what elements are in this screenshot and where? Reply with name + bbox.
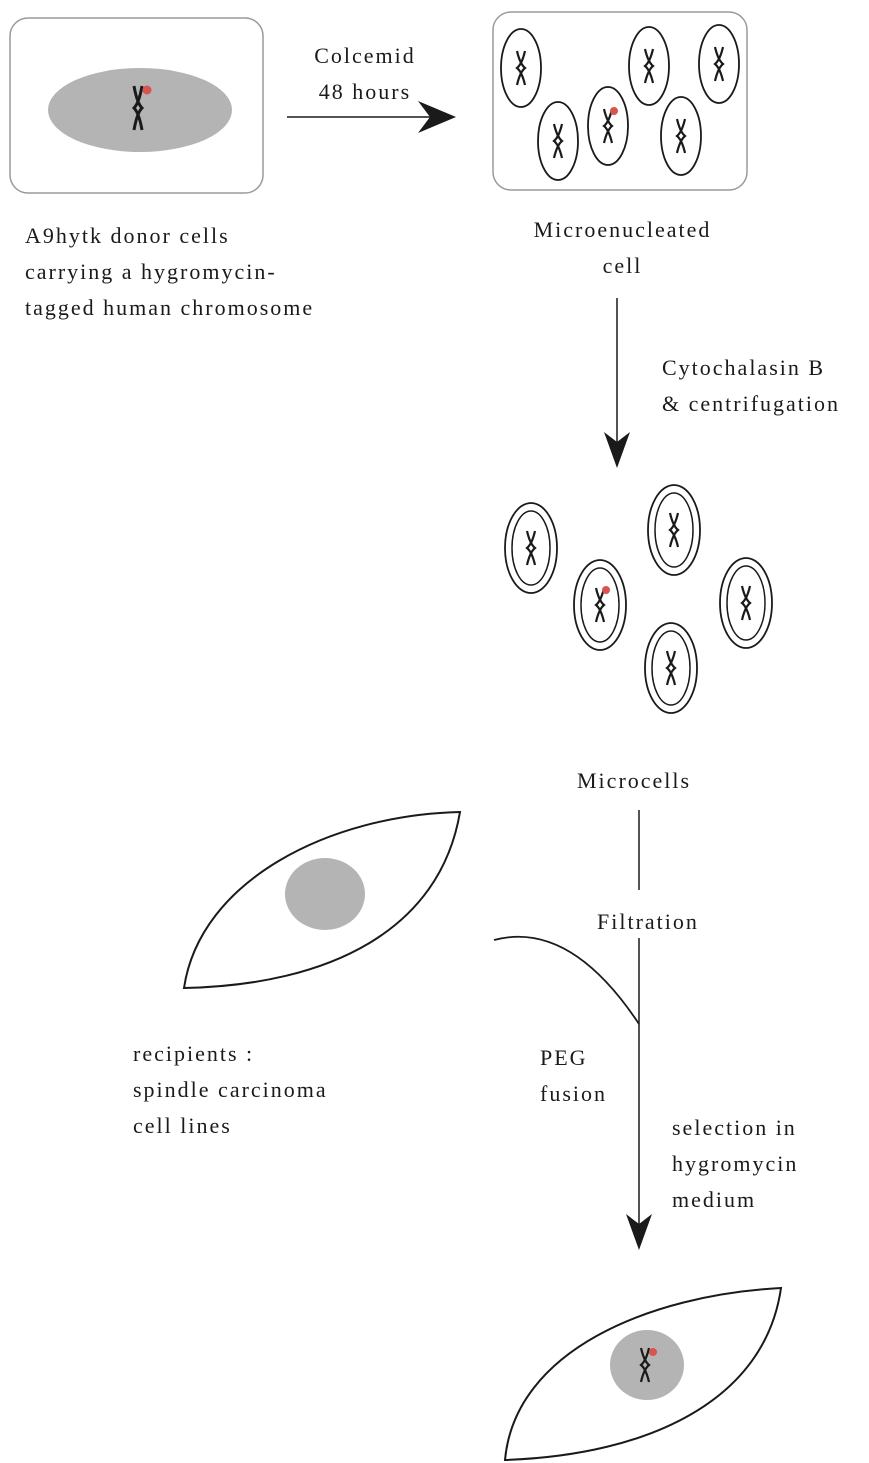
microcells-label: Microcells xyxy=(577,763,691,799)
microcell xyxy=(574,560,626,650)
microenucleated-label: Microenucleated cell xyxy=(510,212,735,284)
selection-label-line: selection in xyxy=(672,1110,798,1146)
donor-label-line: carrying a hygromycin- xyxy=(25,254,314,290)
microcell xyxy=(505,503,557,593)
colcemid-label: Colcemid 48 hours xyxy=(290,38,440,110)
recipients-label-line: cell lines xyxy=(133,1108,328,1144)
selection-label: selection in hygromycin medium xyxy=(672,1110,798,1218)
hygromycin-tag-icon xyxy=(610,107,618,115)
donor-label-line: A9hytk donor cells xyxy=(25,218,314,254)
micronucleus xyxy=(588,87,628,165)
donor-label-line: tagged human chromosome xyxy=(25,290,314,326)
recipients-label-line: spindle carcinoma xyxy=(133,1072,328,1108)
microenucleated-label-line: cell xyxy=(510,248,735,284)
recipient-spindle-cell xyxy=(184,812,460,988)
selection-label-line: hygromycin xyxy=(672,1146,798,1182)
microcells-label-line: Microcells xyxy=(577,763,691,799)
microcell xyxy=(648,485,700,575)
filtration-label-line: Filtration xyxy=(597,904,699,940)
peg-label-line: PEG xyxy=(540,1040,607,1076)
recipients-label: recipients : spindle carcinoma cell line… xyxy=(133,1036,328,1144)
cytochalasin-label-line: Cytochalasin B xyxy=(662,350,840,386)
microcells-group xyxy=(505,485,772,713)
cytochalasin-label-line: & centrifugation xyxy=(662,386,840,422)
micronucleus xyxy=(501,29,541,107)
hygromycin-tag-icon xyxy=(143,86,152,95)
microenucleated-label-line: Microenucleated xyxy=(510,212,735,248)
cytochalasin-arrow xyxy=(604,298,630,468)
hygromycin-tag-icon xyxy=(602,586,610,594)
recipient-nucleus xyxy=(285,858,365,930)
peg-fusion-label: PEG fusion xyxy=(540,1040,607,1112)
colcemid-label-line: Colcemid xyxy=(290,38,440,74)
micronucleus xyxy=(538,102,578,180)
hybrid-nucleus xyxy=(610,1330,684,1400)
microcell xyxy=(645,623,697,713)
micronucleus xyxy=(661,97,701,175)
colcemid-label-line: 48 hours xyxy=(290,74,440,110)
recipients-label-line: recipients : xyxy=(133,1036,328,1072)
hybrid-spindle-cell xyxy=(505,1288,781,1460)
microenucleated-cell-panel xyxy=(493,12,747,190)
selection-label-line: medium xyxy=(672,1182,798,1218)
donor-cells-label: A9hytk donor cells carrying a hygromycin… xyxy=(25,218,314,326)
filtration-label: Filtration xyxy=(597,904,699,940)
cytochalasin-label: Cytochalasin B & centrifugation xyxy=(662,350,840,422)
microcell xyxy=(720,558,772,648)
recipient-merge-curve xyxy=(494,937,639,1024)
peg-label-line: fusion xyxy=(540,1076,607,1112)
hygromycin-tag-icon xyxy=(649,1348,657,1356)
donor-cell-panel xyxy=(10,18,263,193)
micronucleus xyxy=(699,25,739,103)
micronucleus xyxy=(629,27,669,105)
fusion-flow-line xyxy=(494,810,652,1250)
